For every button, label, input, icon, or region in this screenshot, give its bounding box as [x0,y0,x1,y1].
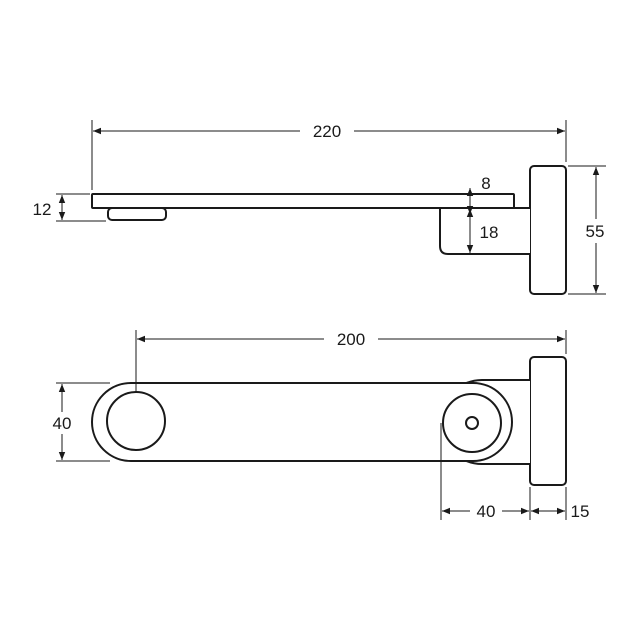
dim-label-40-pivot: 40 [477,502,496,521]
side-wall-plate [529,165,567,295]
side-bracket [439,207,530,255]
top-view: 200 40 40 15 [48,327,589,523]
side-view: 220 12 8 18 55 [33,119,612,295]
dim-label-40-width: 40 [53,414,72,433]
dim-label-200: 200 [337,330,365,349]
top-pivot-hole [465,416,479,430]
side-aerator [107,207,167,221]
top-pivot-circle [442,393,502,453]
dim-label-55: 55 [586,222,605,241]
dim-label-12: 12 [33,200,52,219]
dim-label-8: 8 [481,174,490,193]
top-wall-plate [529,356,567,486]
dim-label-220: 220 [313,122,341,141]
side-spout-bar [91,193,515,209]
top-spout-body [91,382,513,462]
dim-label-15: 15 [571,502,590,521]
dim-label-18: 18 [480,223,499,242]
